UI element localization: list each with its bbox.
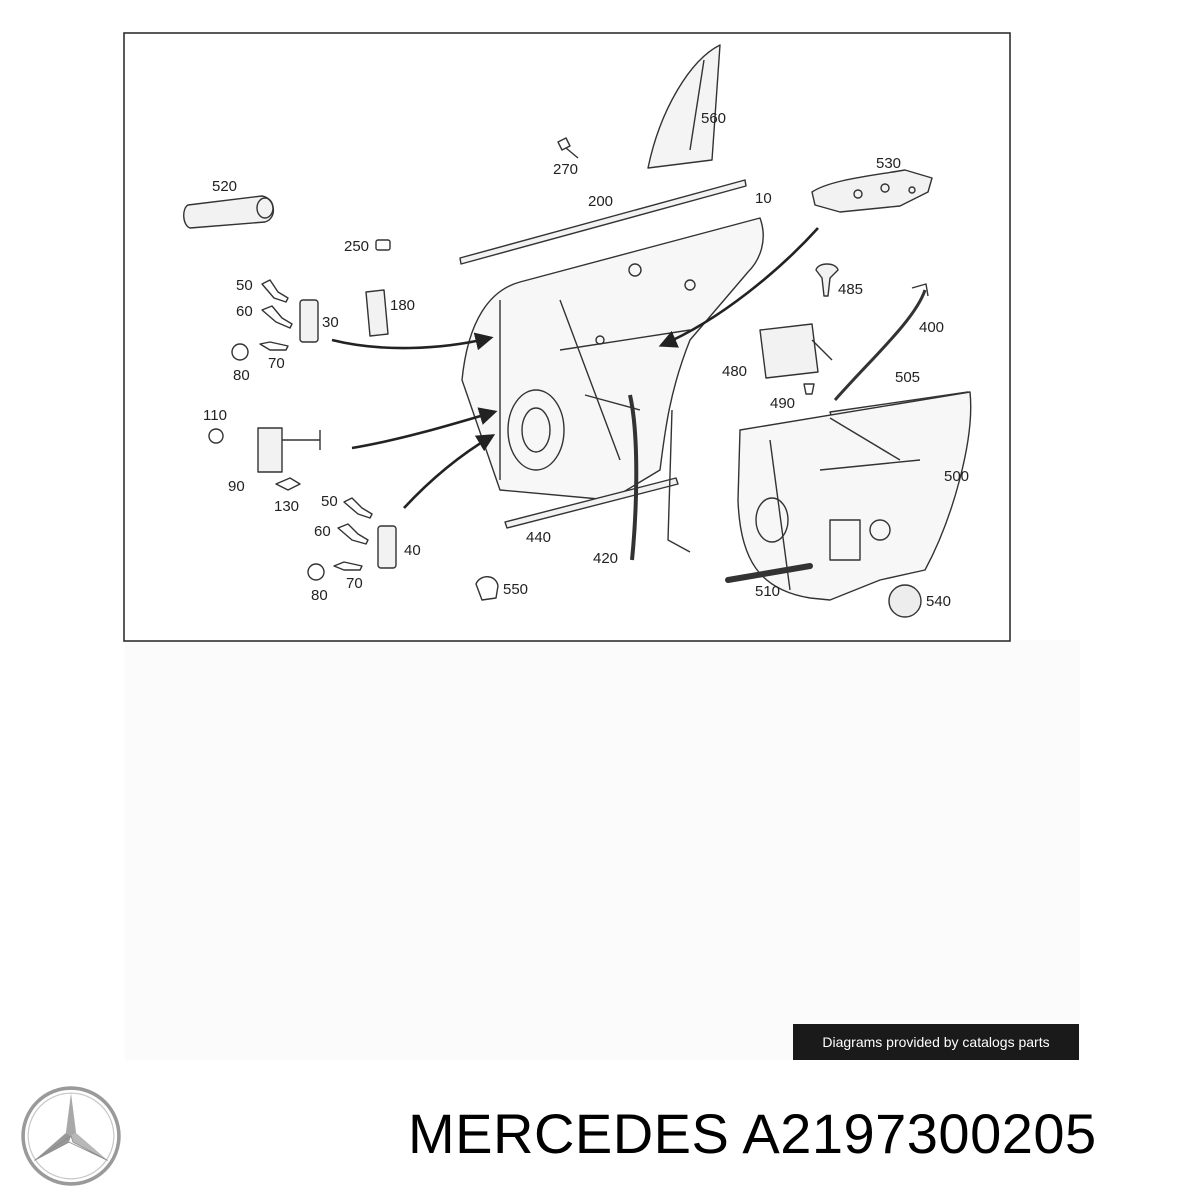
- label-420: 420: [593, 550, 618, 567]
- part-90-strap: [257, 427, 283, 473]
- part-70b-bolt: [333, 561, 363, 571]
- label-180: 180: [390, 297, 415, 314]
- arrow-lower-hinge: [403, 434, 496, 509]
- label-270: 270: [553, 161, 578, 178]
- arrow-check-strap: [351, 407, 498, 450]
- mercedes-star-logo-icon: [21, 1086, 121, 1186]
- part-550-clip: [475, 576, 499, 601]
- part-400-cable: [833, 289, 927, 401]
- part-530-bracket: [811, 169, 933, 213]
- label-40: 40: [404, 542, 421, 559]
- credit-badge: Diagrams provided by catalogs parts: [793, 1024, 1079, 1060]
- label-90: 90: [228, 478, 245, 495]
- arrow-bracket: [658, 227, 819, 348]
- label-250: 250: [344, 238, 369, 255]
- part-50b-bolt: [343, 497, 373, 519]
- label-540: 540: [926, 593, 951, 610]
- label-130: 130: [274, 498, 299, 515]
- label-30: 30: [322, 314, 339, 331]
- label-80b: 80: [311, 587, 328, 604]
- part-490-clip: [803, 383, 815, 395]
- label-400: 400: [919, 319, 944, 336]
- part-60b-bolt: [337, 523, 369, 545]
- label-480: 480: [722, 363, 747, 380]
- part-30-hinge: [299, 299, 319, 343]
- label-560: 560: [701, 110, 726, 127]
- label-70a: 70: [268, 355, 285, 372]
- part-50a-bolt: [261, 279, 289, 303]
- label-50a: 50: [236, 277, 253, 294]
- label-530: 530: [876, 155, 901, 172]
- part-130-bolt: [275, 477, 301, 491]
- part-250-clip: [375, 239, 391, 251]
- label-500: 500: [944, 468, 969, 485]
- background-panel: [125, 640, 1080, 1060]
- label-10: 10: [755, 190, 772, 207]
- label-60b: 60: [314, 523, 331, 540]
- label-110: 110: [203, 407, 227, 424]
- label-510: 510: [755, 583, 780, 600]
- label-80a: 80: [233, 367, 250, 384]
- label-520: 520: [212, 178, 237, 195]
- label-60a: 60: [236, 303, 253, 320]
- part-510-rod: [725, 563, 813, 583]
- part-500-door-panel: [737, 391, 972, 601]
- arrow-upper-hinge: [331, 332, 494, 351]
- part-180-block: [365, 289, 389, 337]
- label-200: 200: [588, 193, 613, 210]
- part-485-clip: [815, 263, 839, 297]
- part-title: MERCEDES A2197300205: [408, 1102, 1097, 1165]
- part-200-strip: [459, 179, 747, 265]
- part-70a-bolt: [259, 341, 289, 351]
- part-480-module: [759, 323, 819, 379]
- part-110-nut: [208, 428, 224, 444]
- label-50b: 50: [321, 493, 338, 510]
- part-80b-nut: [307, 563, 325, 581]
- label-440: 440: [526, 529, 551, 546]
- part-270-clip: [557, 137, 579, 159]
- label-505: 505: [895, 369, 920, 386]
- part-80a-nut: [231, 343, 249, 361]
- label-70b: 70: [346, 575, 363, 592]
- part-540-plug: [888, 584, 922, 618]
- parts-diagram: 560 270 530 520 200 10 250 485 50 180 60…: [123, 32, 1011, 642]
- part-420-seal: [628, 394, 639, 561]
- part-10-door-panel: [461, 217, 764, 501]
- part-40-hinge: [377, 525, 397, 569]
- label-550: 550: [503, 581, 528, 598]
- part-60a-bolt: [261, 305, 293, 329]
- label-485: 485: [838, 281, 863, 298]
- label-490: 490: [770, 395, 795, 412]
